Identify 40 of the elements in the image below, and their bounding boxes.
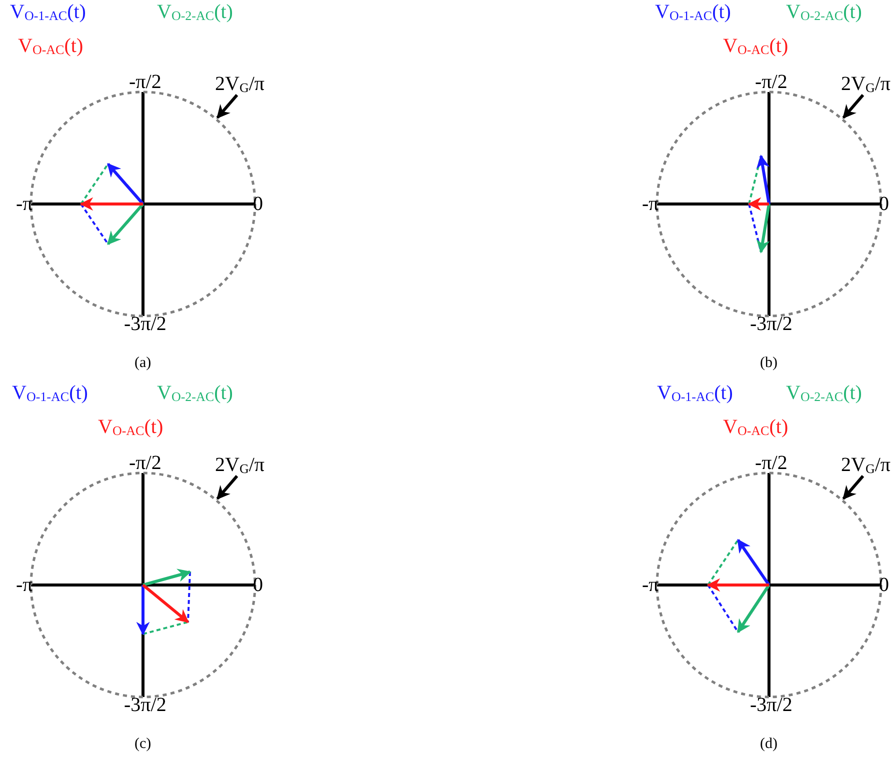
leader-arrow — [842, 94, 864, 119]
panel-label: (c) — [134, 737, 152, 752]
leader-arrow — [842, 475, 864, 500]
panel-label: (d) — [760, 737, 778, 752]
leader-arrow — [216, 94, 238, 119]
phasor-label: V$_{O-AC}$(t) — [18, 36, 84, 56]
axis-label: -3π/2 — [124, 314, 166, 334]
leader-arrow — [216, 475, 238, 500]
axis-label: -3π/2 — [750, 314, 792, 334]
phasor-label: V$_{O-1-AC}$(t) — [12, 383, 88, 403]
panel-label: (b) — [760, 356, 778, 371]
axis-label: -π — [16, 194, 33, 214]
phasor-label: V$_{O-AC}$(t) — [723, 417, 788, 437]
axis-label: -3π/2 — [750, 695, 792, 715]
phasor-label: V$_{O-1-AC}$(t) — [655, 2, 731, 22]
magnitude-label: 2V$_{G}$/π — [215, 455, 264, 475]
magnitude-label: 2V$_{G}$/π — [215, 74, 264, 94]
phasor-label: V$_{O-AC}$(t) — [98, 417, 164, 437]
phasor-label: V$_{O-2-AC}$(t) — [157, 383, 233, 403]
axis-label: -π — [16, 575, 33, 595]
phasor-label: V$_{O-2-AC}$(t) — [786, 383, 862, 403]
panel-label: (a) — [134, 356, 152, 371]
axis-label: -π/2 — [755, 72, 788, 92]
phasor-label: V$_{O-AC}$(t) — [723, 36, 788, 56]
axis-label: 0 — [879, 194, 889, 214]
axis-label: 0 — [879, 575, 889, 595]
axis-label: 0 — [253, 575, 263, 595]
phasor-label: V$_{O-2-AC}$(t) — [157, 2, 233, 22]
axis-label: -3π/2 — [124, 695, 166, 715]
axis-label: -π — [642, 575, 659, 595]
axis-label: -π — [642, 194, 659, 214]
axis-label: -π/2 — [129, 453, 162, 473]
magnitude-label: 2V$_{G}$/π — [841, 74, 890, 94]
axis-label: -π/2 — [129, 72, 162, 92]
axis-label: -π/2 — [755, 453, 788, 473]
phasor-label: V$_{O-1-AC}$(t) — [10, 2, 86, 22]
axis-label: 0 — [253, 194, 263, 214]
phasor-label: V$_{O-2-AC}$(t) — [786, 2, 862, 22]
magnitude-label: 2V$_{G}$/π — [841, 455, 890, 475]
phasor-label: V$_{O-1-AC}$(t) — [657, 383, 733, 403]
